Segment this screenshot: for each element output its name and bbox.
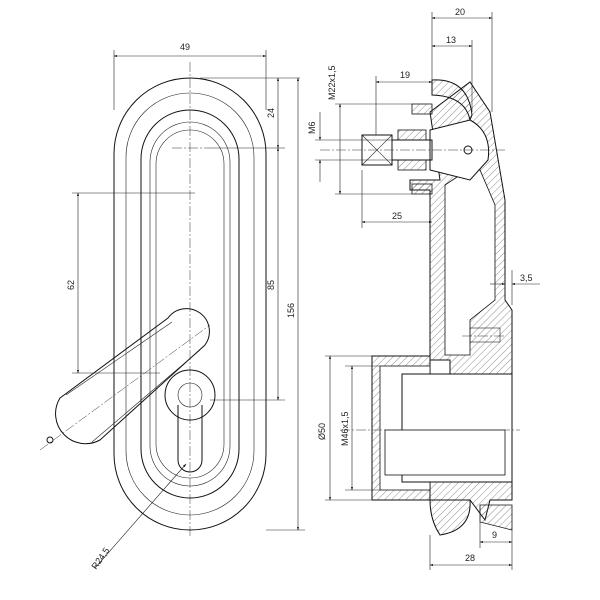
dim-depth-rim: 13 [431, 35, 473, 112]
dim-screw-label: M6 [307, 121, 317, 134]
dim-thread-bottom: M46x1,5 [340, 365, 380, 491]
dim-overall-height-label: 156 [286, 303, 296, 318]
section-view: 20 13 19 M22x1,5 M6 [307, 7, 540, 570]
dim-thickness: 3,5 [490, 270, 540, 305]
nut-top-upper [411, 103, 433, 115]
dim-base-depth-label: 28 [465, 553, 475, 563]
dim-base-depth: 28 [429, 535, 513, 570]
dim-radius: R24,5 [89, 463, 187, 571]
dim-hole-spacing-label: 85 [266, 280, 276, 290]
dim-lip: 9 [479, 522, 513, 548]
front-view: 49 24 85 156 62 [39, 42, 305, 571]
dim-depth-total-label: 20 [455, 7, 465, 17]
dim-outer-dia-label: Ø50 [317, 423, 327, 440]
dim-top-offset: 24 [200, 77, 300, 149]
dim-body-depth: 25 [361, 170, 433, 228]
dim-radius-label: R24,5 [89, 546, 111, 571]
lever-handle [39, 308, 211, 451]
dim-flange-depth-label: 19 [400, 70, 410, 80]
dim-lip-label: 9 [492, 530, 497, 540]
dim-top-offset-label: 24 [266, 108, 276, 118]
dim-screw: M6 [307, 112, 392, 182]
nut-top-lower [411, 183, 433, 195]
dim-thread-top-label: M22x1,5 [327, 65, 337, 100]
dim-flange-depth: 19 [375, 70, 433, 135]
dim-width-label: 49 [180, 42, 190, 52]
key-cylinder [164, 369, 216, 473]
dim-thread-bottom-label: M46x1,5 [340, 411, 350, 446]
dim-thread-top: M22x1,5 [327, 65, 412, 195]
dim-depth-rim-label: 13 [446, 35, 456, 45]
dim-handle-length-label: 62 [66, 280, 76, 290]
dim-thickness-label: 3,5 [520, 273, 533, 283]
dim-body-depth-label: 25 [392, 211, 402, 221]
handle-pin-icon [46, 436, 54, 444]
dim-hole-spacing: 85 [210, 147, 285, 401]
top-rim [431, 79, 473, 122]
dim-outer-dia: Ø50 [317, 355, 372, 501]
dim-handle-length: 62 [66, 192, 195, 374]
bottom-rim [429, 499, 471, 536]
dim-width: 49 [113, 42, 267, 110]
lever-head [429, 119, 490, 181]
cylinder-housing [340, 327, 520, 501]
dim-overall-height: 156 [266, 77, 305, 531]
